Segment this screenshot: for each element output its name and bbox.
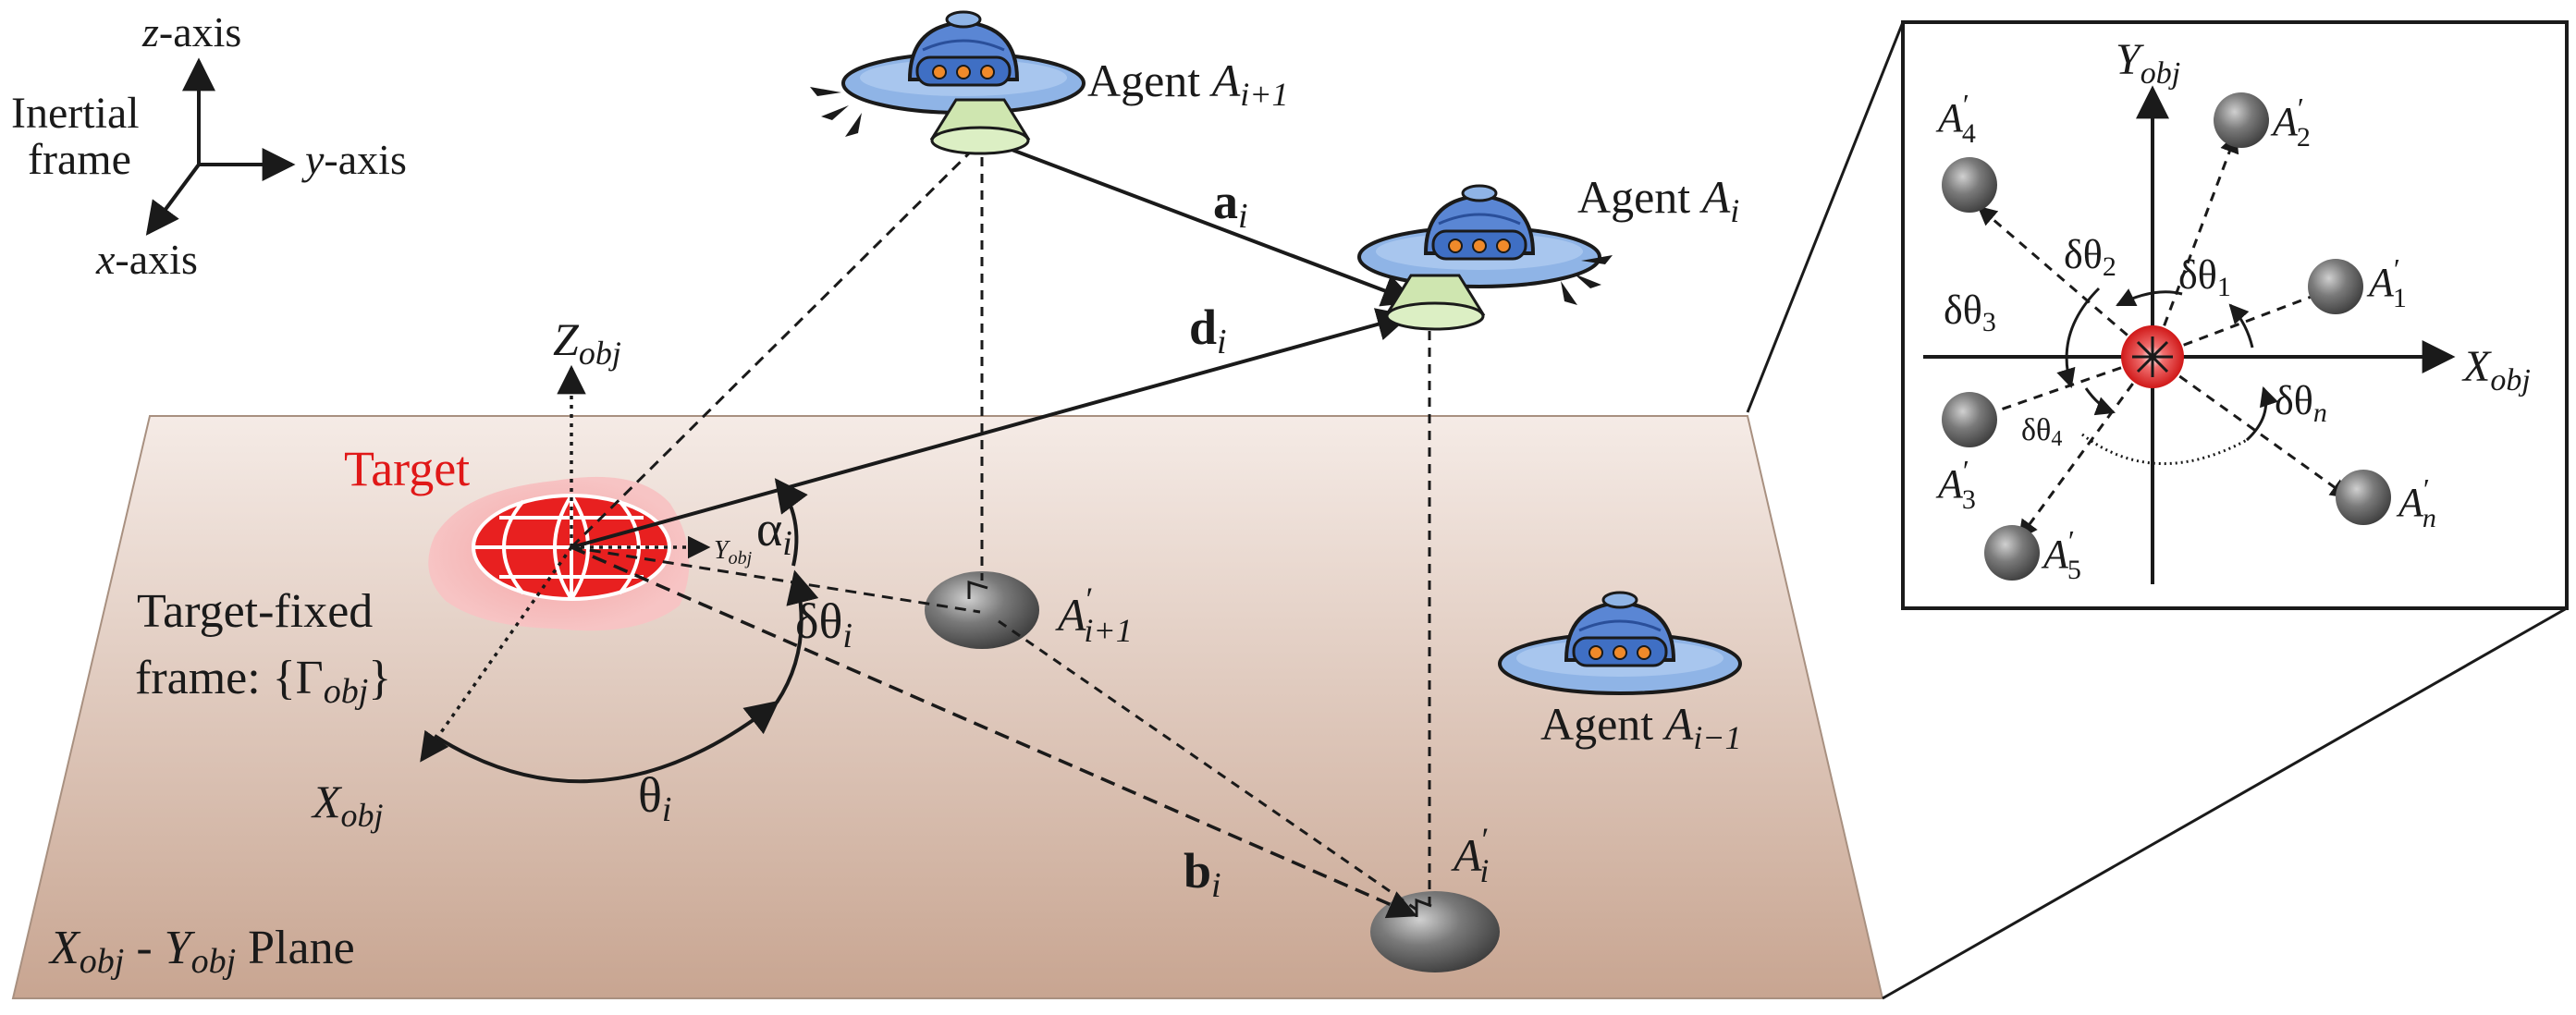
y-axis-label: y-axis [301,136,407,183]
projection-a-i-label: A′i [1451,821,1489,889]
target-fixed-axes [420,364,711,763]
target-frame-label-1: Target-fixed [137,585,373,638]
inset-connector-bottom [1882,606,2568,1000]
agent-i-plus-1 [810,10,1086,155]
shadow-a-i-plus-1 [925,571,1039,649]
inset-agent-4 [1942,157,1997,213]
inset-agent-2 [2214,92,2269,148]
inset-agent-n [2336,470,2391,525]
inertial-frame-title-2: frame [28,135,131,184]
agent-i-label: Agent Ai [1577,171,1739,229]
z-axis-label: z-axis [141,8,241,55]
inset-delta-theta-n: δθn [2275,378,2327,428]
y-obj-small-label: Yobj [714,536,753,569]
inset-y-label: Yobj [2116,35,2180,91]
inset-agent-1 [2308,259,2363,314]
inertial-frame-title: Inertial [11,89,140,138]
inset-label-a3: A′3 [1935,454,1976,515]
target-label: Target [344,441,470,496]
agent-i-minus-1-label: Agent Ai−1 [1540,698,1742,756]
inset-delta-theta-4: δθ4 [2021,413,2062,451]
agent-i-plus-1-label: Agent Ai+1 [1087,55,1289,113]
x-obj-label: Xobj [311,776,384,834]
inset-label-a4: A′4 [1935,88,1976,149]
vector-b-i-label: bi [1184,843,1221,905]
inset-x-label: Xobj [2461,342,2531,397]
plane-label: Xobj - Yobj Plane [48,922,355,981]
inset-panel: Xobj Yobj [1901,20,2569,610]
target-frame-label-2: frame: {Γobj} [135,652,391,711]
inertial-frame: Inertial frame z-axis y-axis x-axis [11,8,407,283]
projection-a-i-plus-1-label: A′i+1 [1055,581,1133,649]
alpha-i-label: αi [756,501,792,563]
inset-label-a5: A′5 [2041,524,2081,585]
inset-delta-theta-3: δθ3 [1944,287,1996,337]
geometry-lines [570,139,1432,919]
angle-arcs [433,478,819,784]
delta-theta-i-label: δθi [795,593,853,655]
inset-agent-5 [1984,525,2040,581]
inset-delta-theta-1: δθ1 [2178,252,2231,302]
inset-connector-top [1746,21,1905,413]
inset-label-a2: A′2 [2270,92,2311,153]
inset-label-a1: A′1 [2366,252,2407,313]
inset-label-an: A′n [2396,472,2436,533]
inset-agent-3 [1942,392,1997,447]
vector-d-i-label: di [1189,300,1227,361]
x-axis-label: x-axis [95,236,198,283]
inset-delta-theta-2: δθ2 [2064,232,2116,282]
z-obj-label: Zobj [553,313,621,372]
vector-a-i-label: ai [1213,174,1248,236]
agent-i [1357,184,1613,331]
theta-i-label: θi [638,767,671,829]
